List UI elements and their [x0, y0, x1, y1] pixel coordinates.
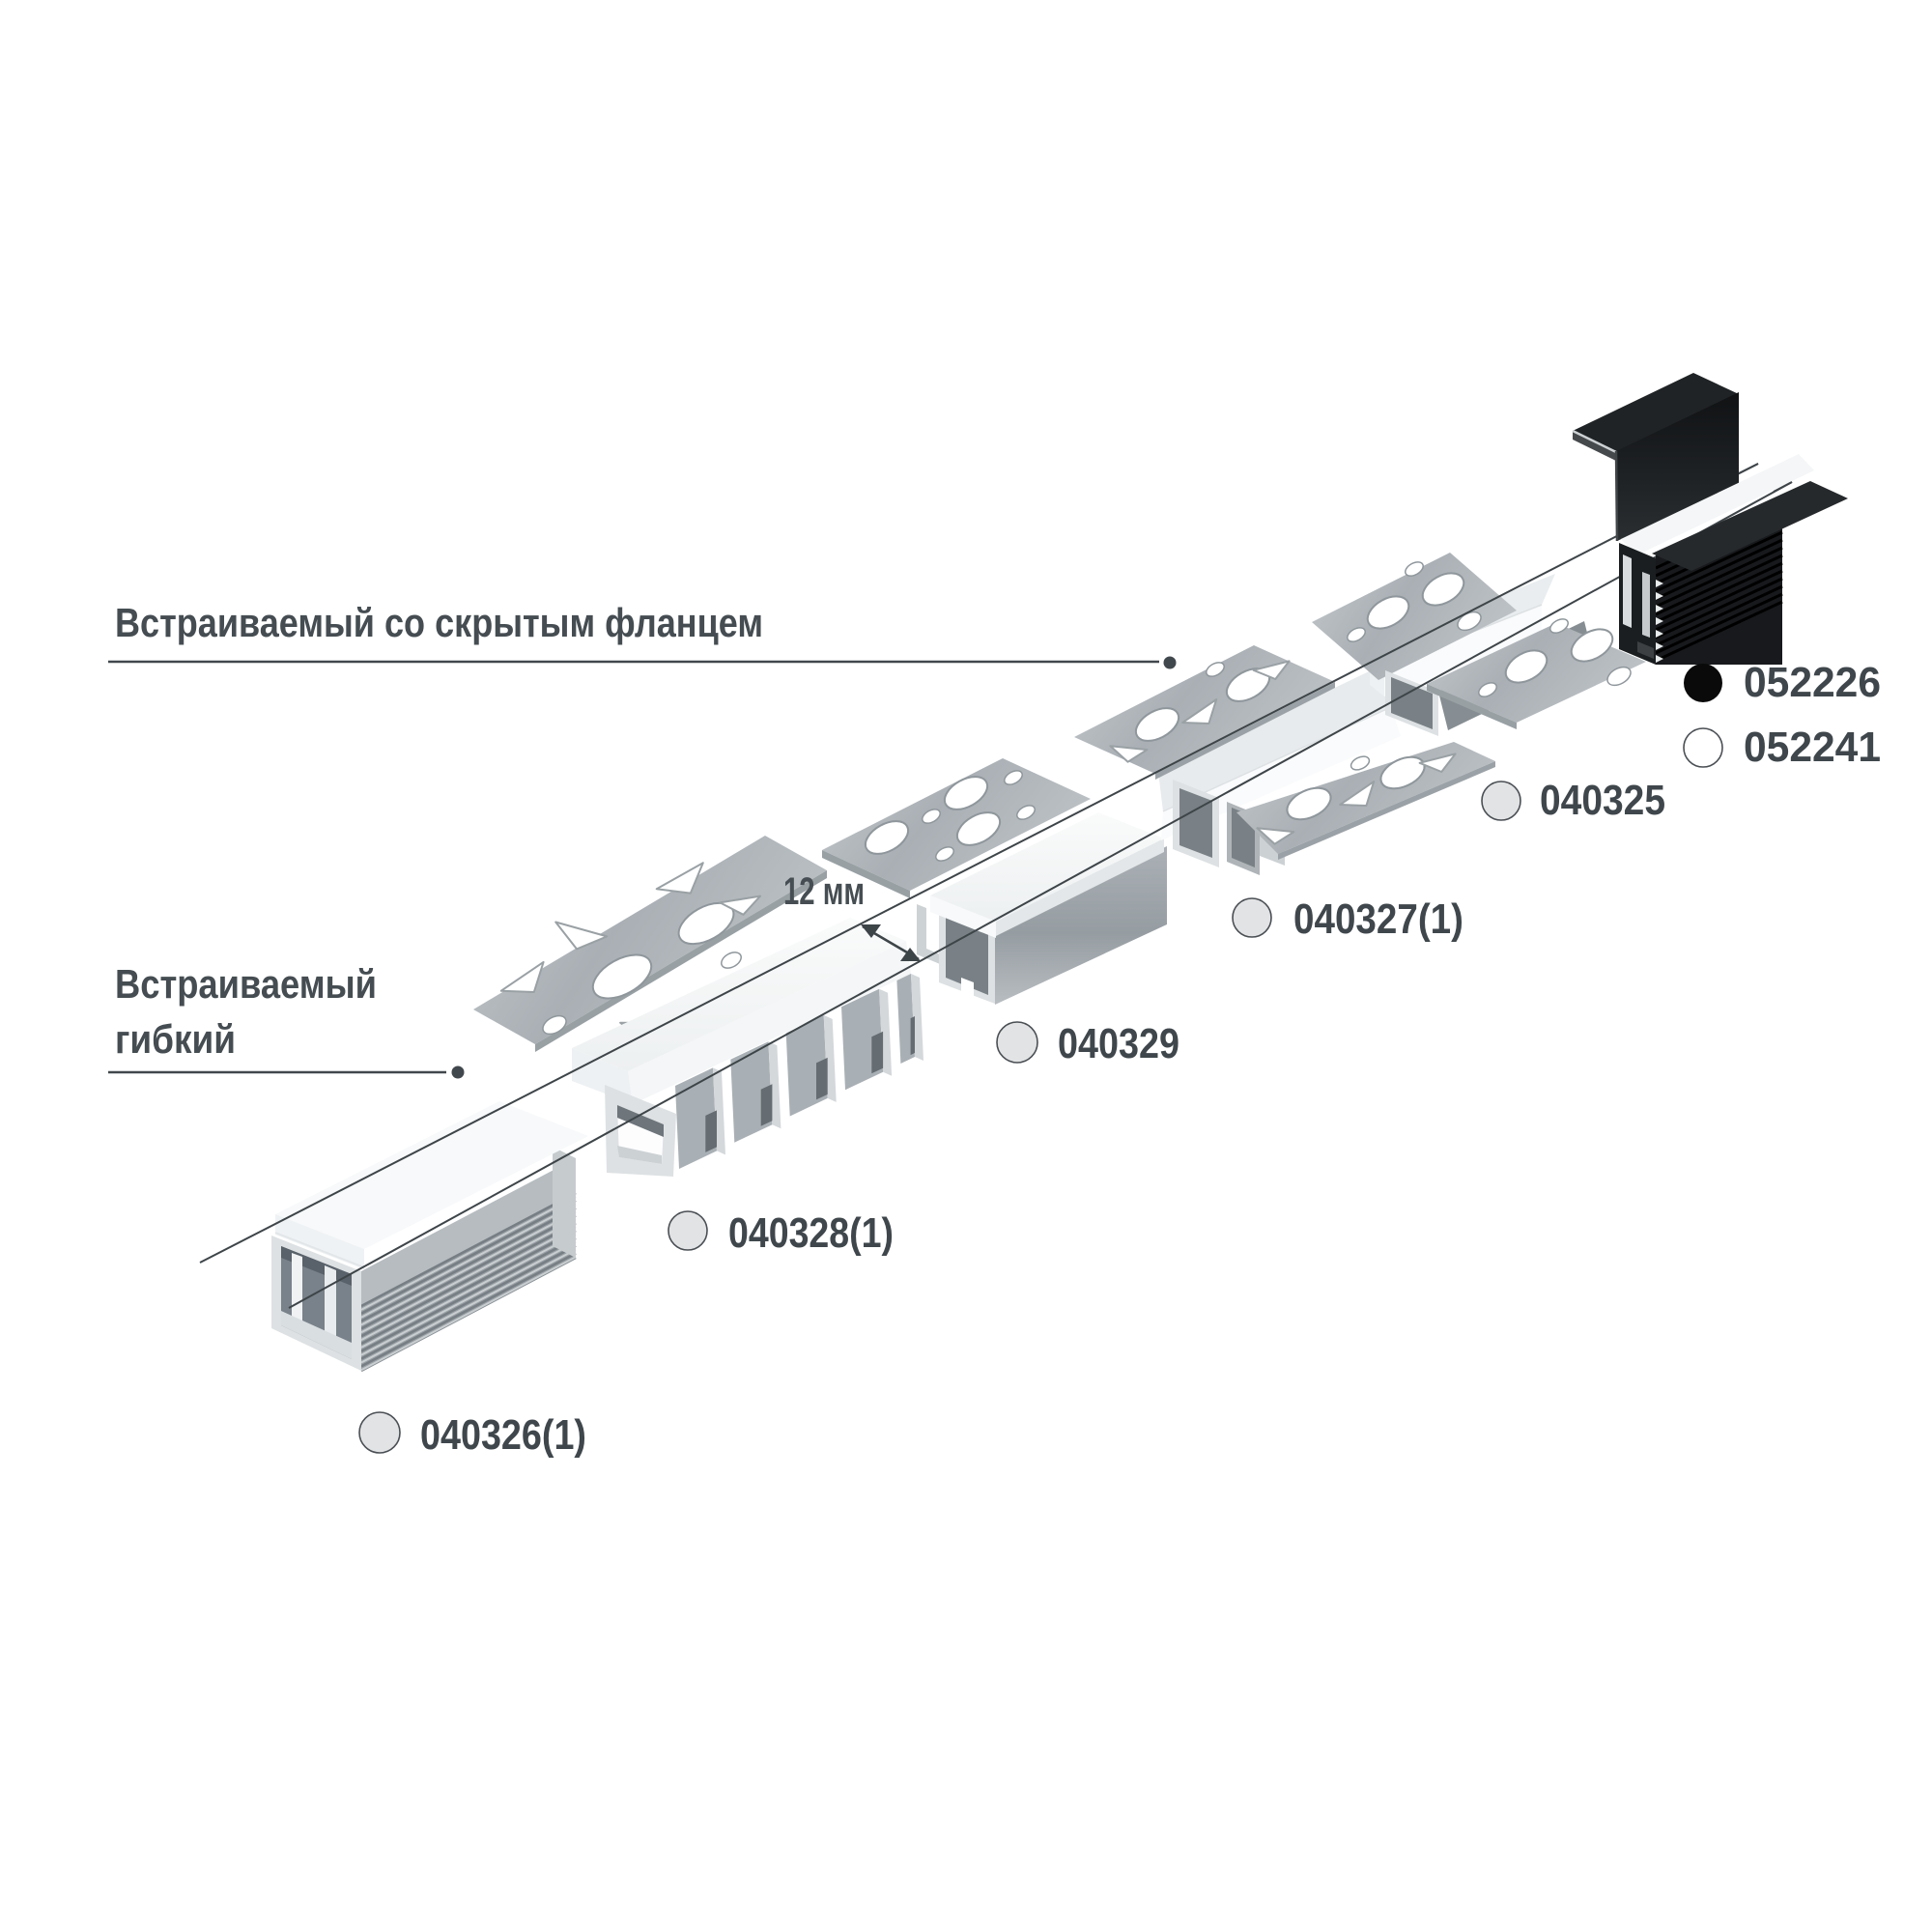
svg-text:040327(1): 040327(1)	[1293, 895, 1463, 943]
svg-text:040325: 040325	[1540, 777, 1665, 824]
svg-text:12 мм: 12 мм	[783, 870, 865, 913]
svg-text:052226: 052226	[1744, 659, 1881, 706]
svg-text:040328(1): 040328(1)	[728, 1209, 894, 1257]
svg-text:гибкий: гибкий	[115, 1016, 236, 1062]
svg-text:Встраиваемый со скрытым фланце: Встраиваемый со скрытым фланцем	[115, 600, 763, 645]
svg-text:Встраиваемый: Встраиваемый	[115, 961, 377, 1007]
svg-text:040329: 040329	[1058, 1020, 1179, 1067]
svg-text:052241: 052241	[1744, 724, 1881, 771]
svg-text:040326(1): 040326(1)	[420, 1411, 586, 1459]
